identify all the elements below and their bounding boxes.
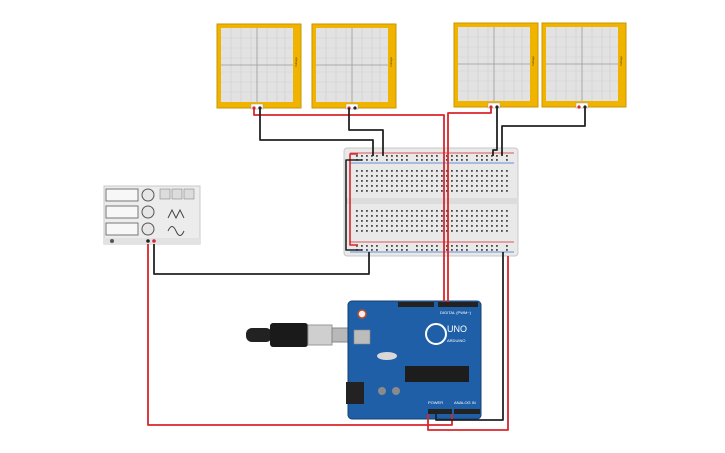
wire-black-gnd[interactable]: [435, 252, 504, 421]
wire-black-osc3[interactable]: [492, 107, 498, 156]
power-header-label: POWER: [428, 400, 443, 405]
wire-black-osc2[interactable]: [348, 108, 384, 156]
oscilloscope-2-label: Voltage: [389, 57, 393, 67]
wire-red-osc3[interactable]: [447, 107, 492, 302]
usb-cable: [246, 323, 351, 347]
oscilloscope-1-label: Voltage: [294, 57, 298, 67]
wire-red-5v[interactable]: [427, 256, 509, 431]
breadboard[interactable]: [343, 147, 519, 257]
frequency-knob[interactable]: [141, 188, 155, 202]
square-wave-button[interactable]: [159, 188, 171, 200]
triangle-wave-button[interactable]: [171, 188, 183, 200]
breadboard-holes: [356, 155, 508, 251]
sine-wave-icon: [167, 226, 185, 236]
arduino-uno[interactable]: UNO ARDUINO DIGITAL (PWM~) POWER ANALOG …: [346, 300, 482, 420]
oscilloscope-3[interactable]: Voltage: [453, 22, 539, 109]
oscilloscope-2[interactable]: Voltage: [311, 23, 397, 110]
sine-wave-button[interactable]: [183, 188, 195, 200]
triangle-wave-icon: [167, 208, 185, 220]
wire-black-osc4[interactable]: [501, 107, 586, 156]
analog-header-label: ANALOG IN: [454, 400, 476, 405]
wire-black-osc1[interactable]: [259, 108, 374, 156]
reset-button[interactable]: [353, 329, 371, 345]
wire-black-fgen[interactable]: [153, 244, 370, 275]
oscilloscope-4-label: Voltage: [619, 56, 623, 66]
wires: [147, 107, 586, 431]
wire-red-bb-left[interactable]: [349, 153, 358, 246]
wire-black-bb-left[interactable]: [345, 159, 362, 251]
brand-label: ARDUINO: [447, 338, 465, 343]
offset-knob[interactable]: [141, 222, 155, 236]
amplitude-knob[interactable]: [141, 205, 155, 219]
function-generator[interactable]: [103, 185, 201, 245]
oscilloscope-1[interactable]: Voltage: [216, 23, 302, 110]
digital-header-label: DIGITAL (PWM~): [440, 310, 472, 315]
oscilloscope-3-label: Voltage: [531, 56, 535, 66]
oscilloscope-4[interactable]: Voltage: [541, 22, 627, 109]
model-label: UNO: [447, 324, 467, 334]
